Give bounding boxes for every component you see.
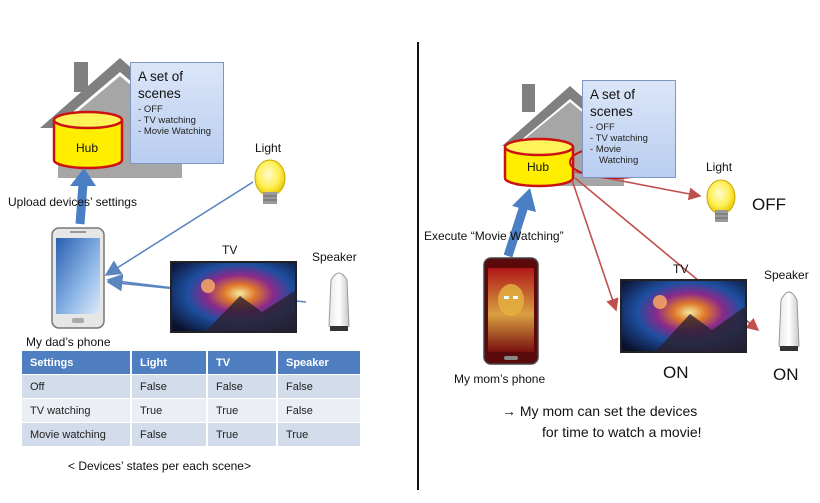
hub-label-right: Hub [527,160,550,174]
scene-item: Movie [590,144,668,155]
scenes-box-right: A set of scenes OFF TV watching Movie Wa… [582,80,676,178]
table-cell: True [277,422,362,446]
table-header-cell: Speaker [277,351,362,375]
scene-item: OFF [590,122,668,133]
scenes-title-right: A set of scenes [590,87,636,119]
table-cell: False [131,374,208,399]
scenes-list-right: OFF TV watching Movie Watching [590,122,668,166]
speaker-label-right: Speaker [764,268,809,282]
scene-item: TV watching [590,133,668,144]
table-row: Movie watching False True True [22,422,362,446]
hub-icon [52,110,124,170]
scenes-title: A set of scenes [138,69,184,101]
tv-icon-right [620,279,747,353]
table-header-cell: Settings [22,351,132,375]
tv-label: TV [222,243,238,257]
table-cell: Off [22,374,132,399]
table-cell: False [131,422,208,446]
table-cell: Movie watching [22,422,132,446]
table-cell: False [277,398,362,423]
scenes-list: OFF TV watching Movie Watching [138,104,216,137]
upload-arrow [70,168,96,225]
scene-settings-table: Settings Light TV Speaker Off False Fals… [22,351,362,446]
tv-state: ON [663,363,689,382]
light-label: Light [255,141,282,155]
table-header-row: Settings Light TV Speaker [22,351,362,375]
dad-phone-icon [51,227,105,329]
table-header-cell: Light [131,351,208,375]
table-cell: False [207,374,278,399]
mom-phone-icon [483,257,539,365]
scene-item: Movie Watching [138,126,216,137]
light-bulb-icon-right [706,179,736,222]
execute-arrow [503,188,536,258]
table-row: TV watching True True False [22,398,362,423]
phone-label-right: My mom’s phone [454,372,546,386]
table-cell: False [277,374,362,399]
scene-item: TV watching [138,115,216,126]
phone-label: My dad’s phone [26,335,111,349]
light-state: OFF [752,195,786,214]
light-label-right: Light [706,160,733,174]
conclusion-line-2: for time to watch a movie! [542,424,702,440]
speaker-icon [328,272,350,331]
tv-label-right: TV [673,262,689,276]
conclusion-line-1: → My mom can set the devices [502,403,698,419]
scene-item: Watching [599,155,639,166]
speaker-icon-right [778,291,800,351]
table-cell: True [207,422,278,446]
table-cell: True [207,398,278,423]
upload-label: Upload devices’ settings [8,195,137,209]
speaker-state: ON [773,365,799,384]
light-bulb-icon [254,159,286,204]
table-caption: < Devices’ states per each scene> [68,459,251,473]
hub-label: Hub [76,141,99,155]
scene-item: OFF [138,104,216,115]
table-header-cell: TV [207,351,278,375]
table-row: Off False False False [22,374,362,399]
hub-icon-right [503,137,575,188]
tv-icon [170,261,297,333]
speaker-label: Speaker [312,250,357,264]
scenes-box: A set of scenes OFF TV watching Movie Wa… [130,62,224,164]
table-cell: True [131,398,208,423]
table-cell: TV watching [22,398,132,423]
execute-label: Execute “Movie Watching” [424,229,564,243]
